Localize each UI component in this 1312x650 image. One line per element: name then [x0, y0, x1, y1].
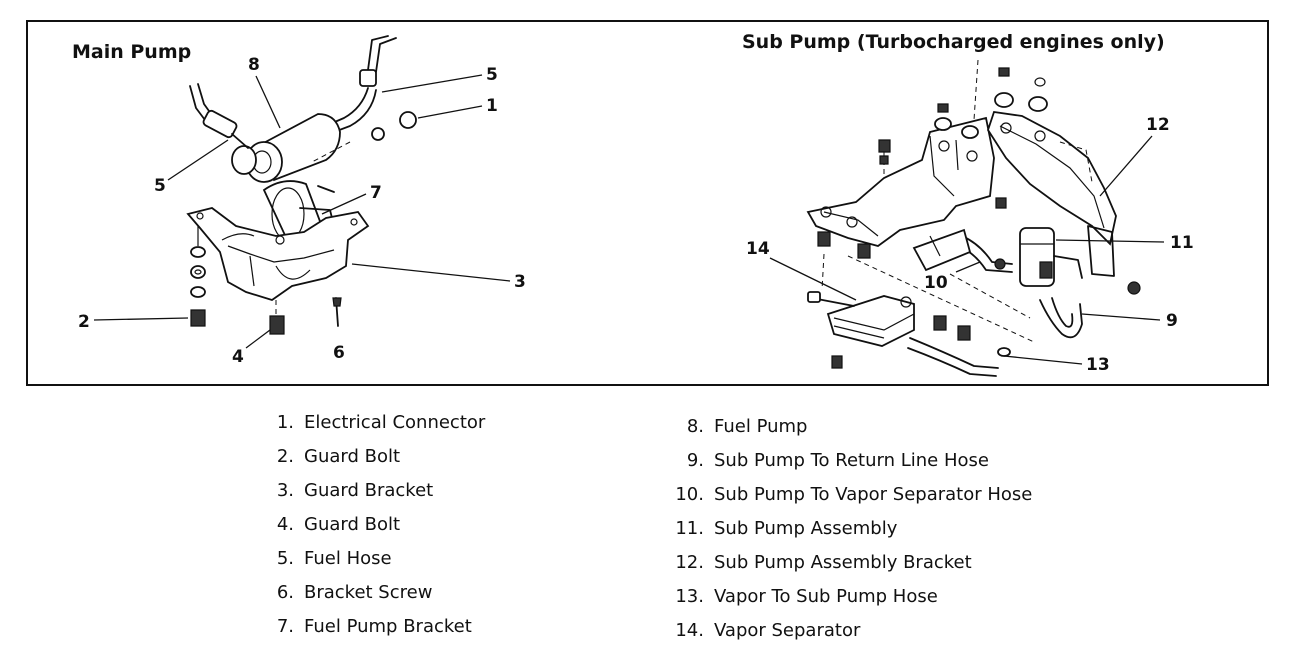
legend-number: 5.	[276, 548, 294, 569]
callout-3: 3	[514, 272, 526, 292]
callout-14: 14	[746, 239, 770, 259]
legend-item: 7. Fuel Pump Bracket	[268, 610, 485, 644]
callout-5-top: 5	[486, 65, 498, 85]
legend-item: 11. Sub Pump Assembly	[668, 512, 1032, 546]
legend-number: 9.	[686, 450, 704, 471]
sub-pump-drawing	[806, 59, 1141, 377]
callout-12: 12	[1146, 115, 1170, 135]
callout-1: 1	[486, 96, 498, 116]
sub-pump-title: Sub Pump (Turbocharged engines only)	[742, 31, 1165, 53]
legend-number: 13.	[675, 586, 704, 607]
legend-number: 8.	[686, 416, 704, 437]
legend-label: Vapor Separator	[714, 620, 861, 641]
callout-6: 6	[333, 343, 345, 363]
main-callouts: 8 5 1 5 7 3 2 4 6	[78, 55, 526, 367]
legend-item: 6. Bracket Screw	[268, 576, 485, 610]
legend-label: Guard Bolt	[304, 514, 401, 535]
legend-item: 14. Vapor Separator	[668, 614, 1032, 648]
diagram-frame	[26, 20, 1269, 386]
legend-label: Fuel Pump Bracket	[304, 616, 472, 637]
callout-8: 8	[248, 55, 260, 75]
legend-item: 10. Sub Pump To Vapor Separator Hose	[668, 478, 1032, 512]
legend-label: Sub Pump To Vapor Separator Hose	[714, 484, 1033, 505]
callout-13: 13	[1086, 355, 1110, 375]
legend-label: Vapor To Sub Pump Hose	[714, 586, 938, 607]
legend-number: 12.	[675, 552, 704, 573]
main-pump-title: Main Pump	[72, 41, 191, 63]
callout-11: 11	[1170, 233, 1194, 253]
legend-number: 3.	[276, 480, 294, 501]
callout-2: 2	[78, 312, 90, 332]
legend-number: 11.	[675, 518, 704, 539]
callout-9: 9	[1166, 311, 1178, 331]
legend-number: 14.	[675, 620, 704, 641]
legend-label: Fuel Hose	[304, 548, 392, 569]
main-pump-drawing	[186, 35, 417, 335]
legend-label: Sub Pump Assembly	[714, 518, 898, 539]
legend-number: 2.	[276, 446, 294, 467]
legend-item: 13. Vapor To Sub Pump Hose	[668, 580, 1032, 614]
legend-label: Guard Bolt	[304, 446, 401, 467]
legend-label: Sub Pump To Return Line Hose	[714, 450, 989, 471]
legend-number: 10.	[675, 484, 704, 505]
callout-7: 7	[370, 183, 382, 203]
legend-number: 6.	[276, 582, 294, 603]
callout-4: 4	[232, 347, 244, 367]
callout-10: 10	[924, 273, 948, 293]
legend-item: 12. Sub Pump Assembly Bracket	[668, 546, 1032, 580]
legend-item: 5. Fuel Hose	[268, 542, 485, 576]
legend-number: 1.	[276, 412, 294, 433]
legend-label: Fuel Pump	[714, 416, 808, 437]
legend-label: Guard Bracket	[304, 480, 434, 501]
legend-item: 4. Guard Bolt	[268, 508, 485, 542]
legend-right: 8. Fuel Pump 9. Sub Pump To Return Line Ho…	[668, 410, 1032, 648]
sub-callouts: 12 14 11 10 9 13	[746, 115, 1194, 375]
legend-label: Electrical Connector	[304, 412, 486, 433]
legend-number: 7.	[276, 616, 294, 637]
legend-item: 1. Electrical Connector	[268, 406, 485, 440]
legend-label: Sub Pump Assembly Bracket	[714, 552, 972, 573]
legend-left: 1. Electrical Connector 2. Guard Bolt 3. Gu…	[268, 406, 485, 644]
legend-item: 9. Sub Pump To Return Line Hose	[668, 444, 1032, 478]
legend-item: 2. Guard Bolt	[268, 440, 485, 474]
legend-label: Bracket Screw	[304, 582, 433, 603]
callout-5-left: 5	[154, 176, 166, 196]
legend-number: 4.	[276, 514, 294, 535]
legend-item: 3. Guard Bracket	[268, 474, 485, 508]
legend-item: 8. Fuel Pump	[668, 410, 1032, 444]
